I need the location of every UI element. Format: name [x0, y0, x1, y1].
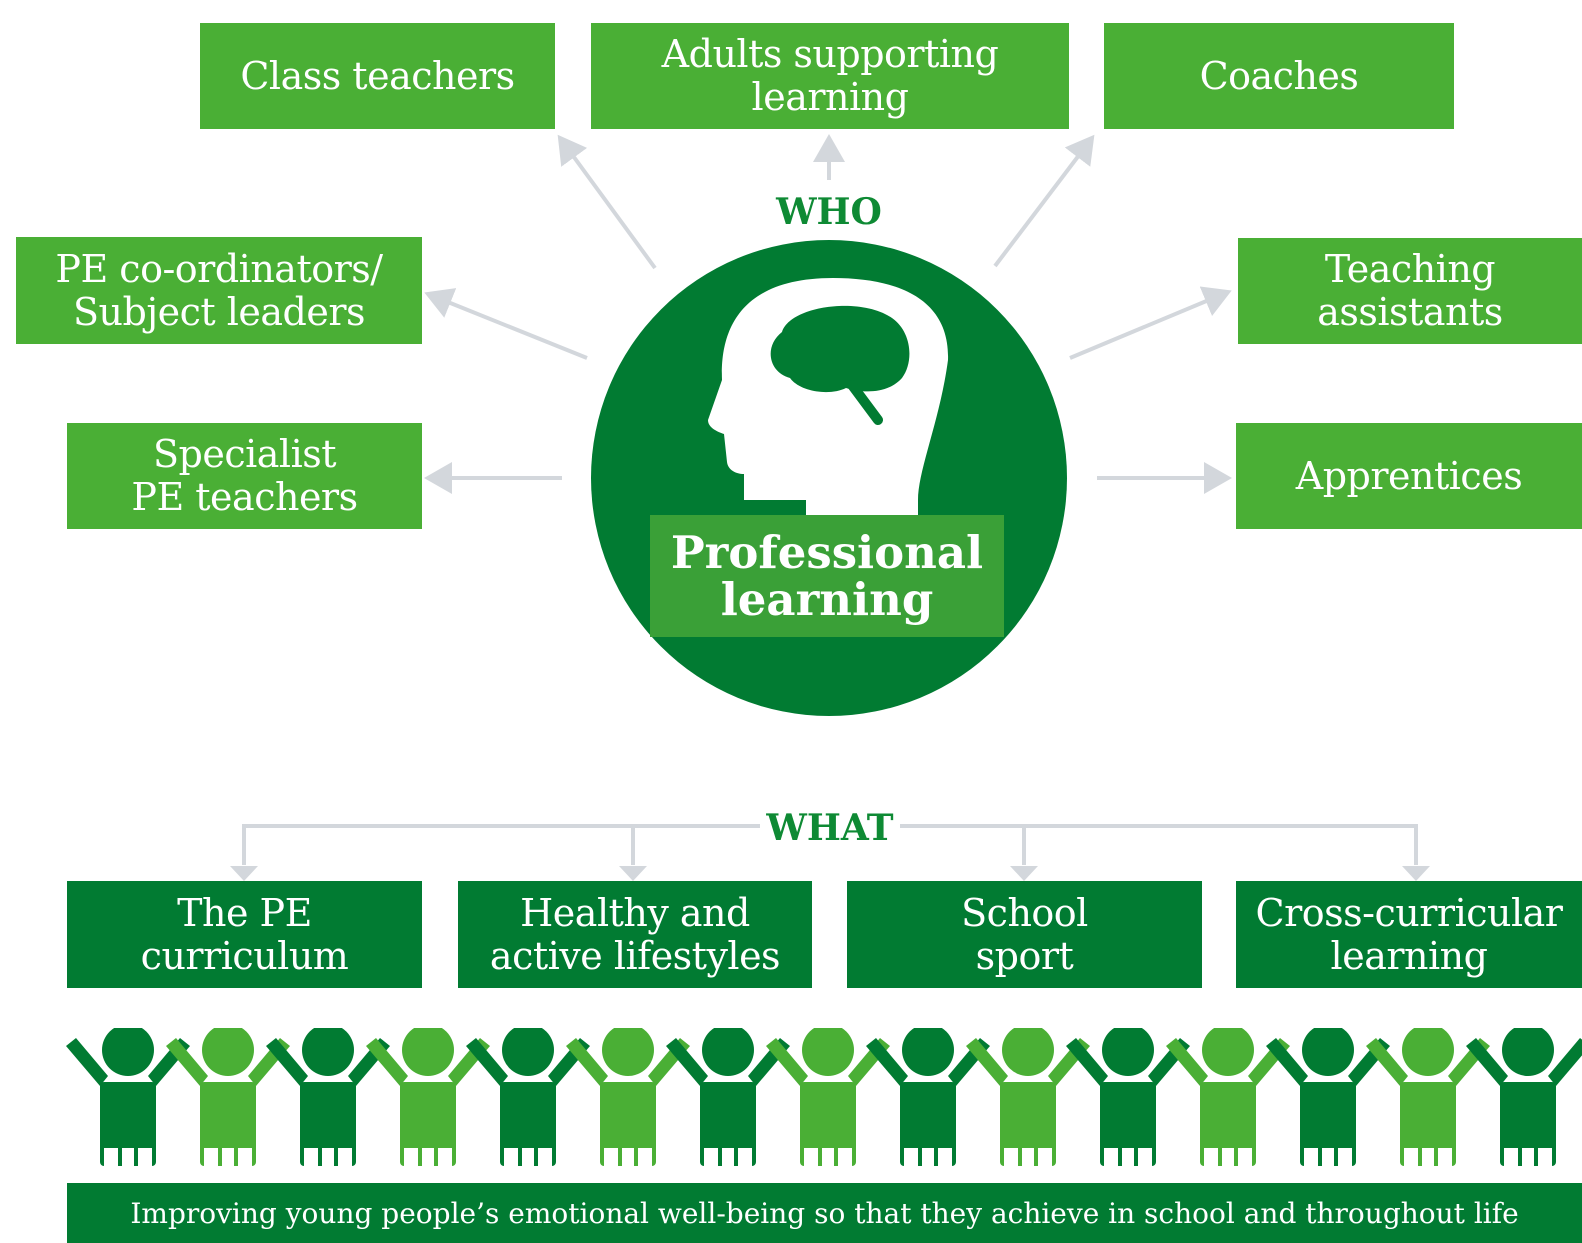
arrow-to-class-teachers — [557, 134, 657, 270]
school-sport-box: School sport — [847, 881, 1202, 988]
teaching-assistants-line2: assistants — [1317, 290, 1503, 334]
wellbeing-banner: Improving young people’s emotional well-… — [67, 1183, 1582, 1243]
adults-supporting-line2: learning — [751, 75, 909, 119]
coaches-box: Coaches — [1104, 23, 1454, 129]
who-label: WHO — [770, 190, 888, 234]
what-arrowhead-cross — [1402, 866, 1430, 881]
pe-curriculum-line1: The PE — [177, 890, 312, 935]
adults-supporting-line1: Adults supporting — [661, 32, 999, 77]
person-figure — [1466, 1028, 1582, 1180]
arrow-to-teaching-assistants — [1069, 286, 1232, 360]
class-teachers-label: Class teachers — [240, 53, 515, 98]
pe-coordinators-line1: PE co-ordinators/ — [55, 246, 383, 291]
specialist-box: Specialist PE teachers — [67, 423, 422, 529]
person-figure — [566, 1028, 690, 1180]
what-label: WHAT — [760, 806, 900, 850]
pe-coordinators-line2: Subject leaders — [72, 289, 366, 334]
pe-curriculum-line2: curriculum — [140, 933, 349, 978]
coaches-label: Coaches — [1199, 53, 1359, 98]
person-figure — [66, 1028, 190, 1180]
pe-curriculum-box: The PE curriculum — [67, 881, 422, 988]
school-sport-line2: sport — [975, 933, 1074, 978]
apprentices-label: Apprentices — [1295, 453, 1523, 498]
cross-curricular-line1: Cross-curricular — [1255, 890, 1563, 935]
healthy-lifestyles-box: Healthy and active lifestyles — [458, 881, 812, 988]
professional-learning-title: Professional learning — [650, 515, 1004, 637]
arrow-to-coaches — [993, 134, 1095, 268]
person-figure — [966, 1028, 1090, 1180]
adults-supporting-box: Adults supporting learning — [591, 23, 1069, 129]
professional-learning-line1: Professional — [670, 525, 984, 579]
person-figure — [1366, 1028, 1490, 1180]
cross-curricular-box: Cross-curricular learning — [1236, 881, 1582, 988]
class-teachers-box: Class teachers — [200, 23, 555, 129]
healthy-line1: Healthy and — [520, 890, 750, 935]
what-arrowhead-healthy — [619, 866, 647, 881]
what-arrowhead-pe — [230, 866, 258, 881]
people-holding-hands-icon — [66, 1028, 1582, 1180]
person-figure — [1066, 1028, 1190, 1180]
head-with-brain-icon — [708, 278, 949, 548]
pe-coordinators-box: PE co-ordinators/ Subject leaders — [16, 237, 422, 344]
specialist-line1: Specialist — [152, 432, 337, 477]
cross-curricular-line2: learning — [1330, 933, 1488, 978]
person-figure — [366, 1028, 490, 1180]
apprentices-box: Apprentices — [1236, 423, 1582, 529]
teaching-assistants-line1: Teaching — [1324, 247, 1496, 292]
person-figure — [1266, 1028, 1390, 1180]
what-arrowhead-school — [1010, 866, 1038, 881]
arrow-to-pe-coordinators — [424, 288, 588, 360]
specialist-line2: PE teachers — [131, 475, 358, 519]
school-sport-line1: School — [961, 890, 1088, 935]
teaching-assistants-box: Teaching assistants — [1238, 238, 1582, 344]
healthy-line2: active lifestyles — [489, 933, 781, 978]
person-figure — [166, 1028, 290, 1180]
professional-learning-line2: learning — [720, 573, 934, 626]
